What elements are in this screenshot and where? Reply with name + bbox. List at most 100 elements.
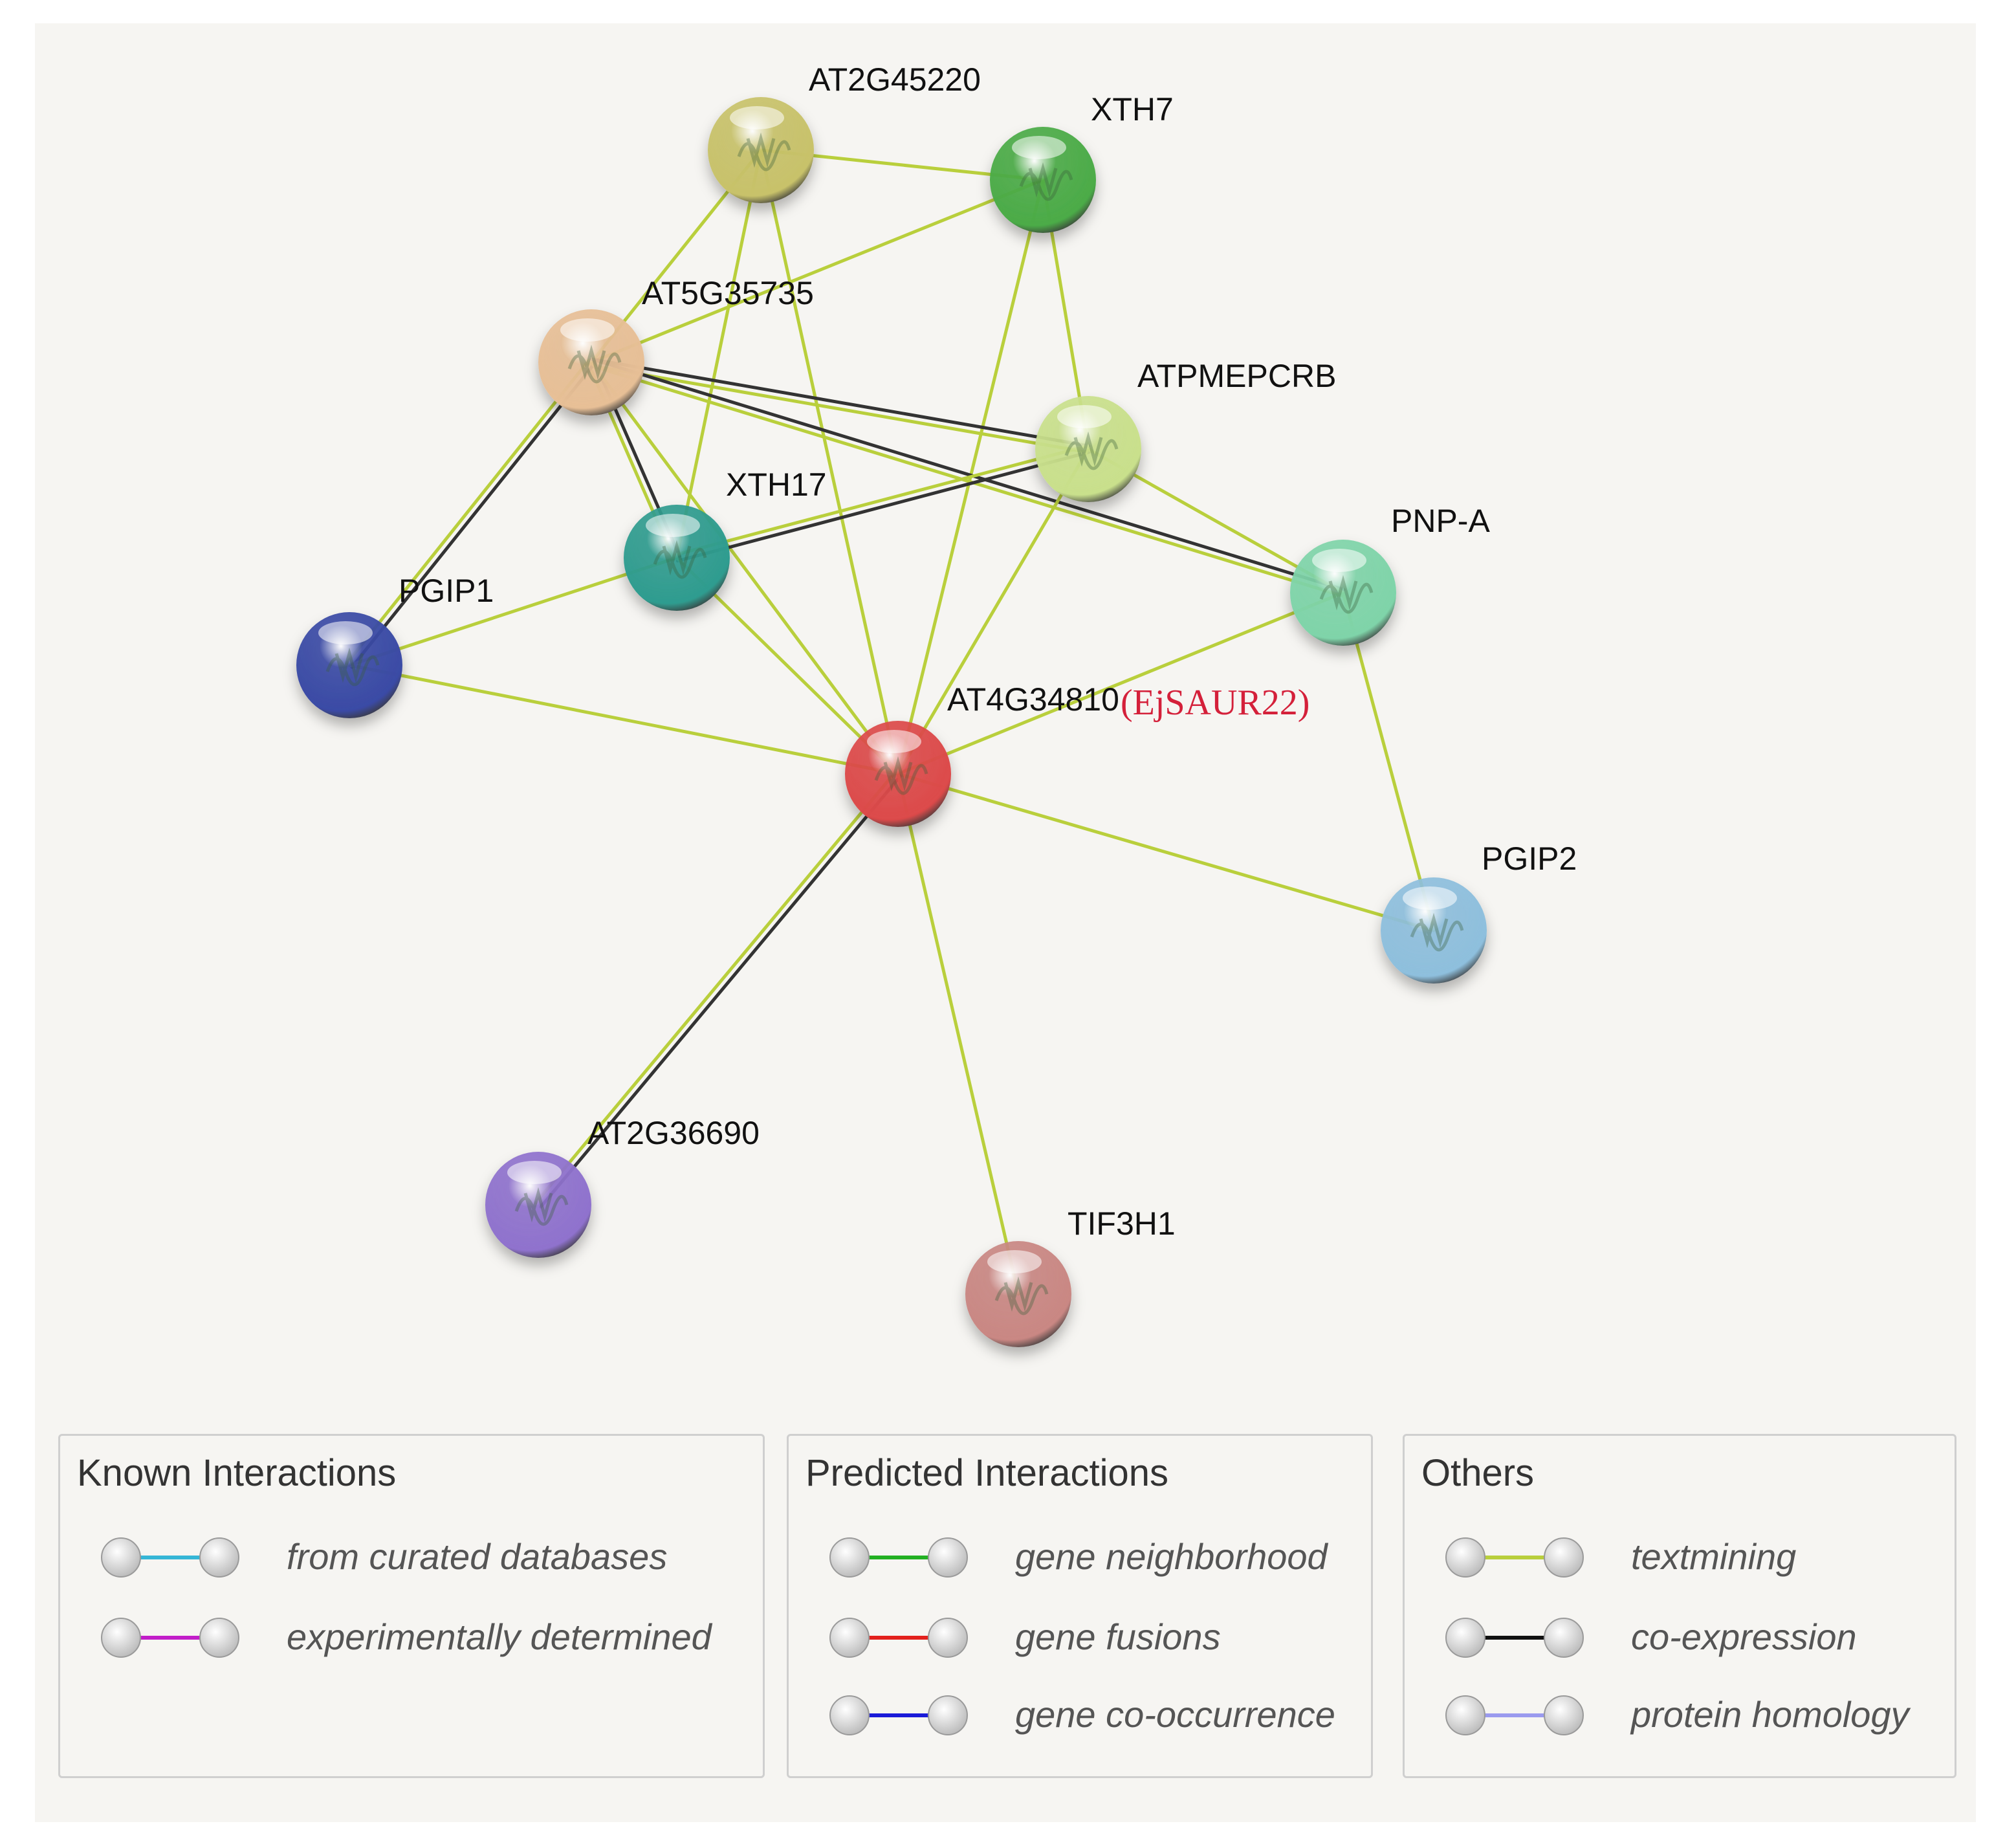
node-AT2G45220[interactable]: AT2G45220 — [708, 61, 981, 203]
protein-structure-icon — [737, 132, 791, 171]
edge-textmining — [534, 770, 897, 1205]
node-TIF3H1[interactable]: TIF3H1 — [965, 1205, 1176, 1347]
edge-AT2G45220-XTH17 — [675, 148, 763, 560]
node-highlight — [1312, 549, 1366, 572]
legend-item-co-expression: co-expression — [1443, 1612, 1993, 1664]
legend-swatch-textmining — [1445, 1537, 1584, 1578]
legend-swatch-co-occurrence — [829, 1695, 968, 1735]
edge-AT4G34810-PGIP2 — [896, 772, 1436, 932]
edge-textmining — [347, 663, 900, 776]
node-label: AT2G36690 — [587, 1115, 760, 1151]
legend-ball-left — [1445, 1695, 1485, 1735]
edge-textmining — [589, 364, 1090, 454]
node-highlight — [507, 1161, 562, 1184]
edge-textmining — [675, 148, 763, 560]
node-label: AT5G35735 — [642, 275, 814, 311]
legend-ball-left — [829, 1695, 870, 1735]
edge-ATPMEPCRB-XTH17 — [674, 444, 1091, 563]
node-PGIP1[interactable]: PGIP1 — [296, 573, 494, 718]
node-highlight — [560, 318, 615, 342]
protein-structure-icon — [325, 647, 380, 687]
node-XTH7[interactable]: XTH7 — [990, 91, 1174, 233]
protein-structure-icon — [567, 344, 622, 384]
edge-AT5G35735-PGIP1 — [345, 358, 596, 669]
node-label: AT4G34810 — [947, 681, 1119, 718]
legend-ball-left — [829, 1537, 870, 1578]
legend-ball-left — [101, 1618, 141, 1658]
edge-AT5G35735-ATPMEPCRB — [589, 357, 1091, 454]
legend-swatch-co-expression — [1445, 1618, 1584, 1658]
node-label: PGIP1 — [399, 573, 494, 609]
legend-ball-right — [928, 1695, 968, 1735]
node-highlight — [730, 106, 784, 129]
edge-co-expression — [350, 362, 596, 669]
legend-swatch-curated — [101, 1537, 239, 1578]
legend-label: co-expression — [1631, 1616, 1857, 1657]
edge-textmining — [896, 591, 1345, 776]
protein-structure-icon — [994, 1276, 1049, 1315]
legend-known-title: Known Interactions — [77, 1452, 397, 1494]
node-label: PNP-A — [1391, 503, 1490, 539]
legend-label: gene co-occurrence — [1015, 1694, 1335, 1735]
node-label: ATPMEPCRB — [1137, 358, 1336, 394]
legend-ball-right — [1544, 1618, 1584, 1658]
legend-swatch-protein-homology — [1445, 1695, 1584, 1735]
edges-layer — [345, 148, 1436, 1296]
node-AT5G35735[interactable]: AT5G35735 — [538, 275, 814, 415]
node-highlight — [867, 730, 921, 753]
legend-predicted-interactions: Predicted Interactions gene neighborhood… — [787, 1434, 1373, 1778]
protein-structure-icon — [1319, 575, 1374, 614]
protein-structure-icon — [1064, 431, 1119, 470]
legend-known-interactions: Known Interactions from curated database… — [58, 1434, 765, 1778]
legend-label: textmining — [1631, 1536, 1797, 1577]
edge-PNP-A-AT4G34810 — [896, 591, 1345, 776]
legend-item-gene-neighborhood: gene neighborhood — [827, 1532, 1410, 1583]
edge-textmining — [589, 360, 900, 776]
node-AT2G36690[interactable]: AT2G36690 — [485, 1115, 760, 1258]
legend-others-title: Others — [1421, 1452, 1535, 1494]
legend-item-curated-databases: from curated databases — [99, 1532, 802, 1583]
edge-textmining — [589, 364, 1344, 598]
node-XTH17[interactable]: XTH17 — [624, 467, 827, 611]
legend-label: from curated databases — [287, 1536, 668, 1577]
protein-structure-icon — [1410, 912, 1464, 952]
edge-AT4G34810-AT2G36690 — [534, 770, 903, 1209]
node-ATPMEPCRB[interactable]: ATPMEPCRB — [1035, 358, 1336, 502]
legend-ball-left — [1445, 1537, 1485, 1578]
node-label: TIF3H1 — [1068, 1205, 1176, 1242]
edge-textmining — [759, 148, 900, 776]
legend-item-gene-co-occurrence: gene co-occurrence — [827, 1689, 1410, 1741]
legend-item-gene-fusions: gene fusions — [827, 1612, 1410, 1664]
node-PNP-A[interactable]: PNP-A — [1290, 503, 1490, 646]
node-highlight — [1403, 886, 1457, 910]
legend-ball-left — [829, 1618, 870, 1658]
legend-ball-right — [1544, 1695, 1584, 1735]
legend-swatch-experimental — [101, 1618, 239, 1658]
edge-XTH7-AT5G35735 — [589, 178, 1045, 364]
legend-ball-right — [199, 1537, 239, 1578]
legend-ball-left — [1445, 1618, 1485, 1658]
legend-ball-right — [928, 1618, 968, 1658]
legend-item-textmining: textmining — [1443, 1532, 1993, 1583]
edge-textmining — [345, 358, 591, 665]
edge-textmining — [347, 556, 679, 667]
node-PGIP2[interactable]: PGIP2 — [1381, 841, 1577, 984]
edge-co-expression — [675, 450, 1091, 563]
node-highlight — [318, 621, 373, 644]
edge-AT2G45220-AT4G34810 — [759, 148, 900, 776]
node-label: XTH17 — [726, 467, 827, 503]
node-AT4G34810[interactable]: AT4G34810(EjSAUR22) — [845, 681, 1309, 827]
edge-co-expression — [590, 357, 1346, 591]
protein-structure-icon — [653, 540, 707, 579]
legend-predicted-title: Predicted Interactions — [805, 1452, 1168, 1494]
edge-textmining — [589, 178, 1045, 364]
edge-textmining — [896, 772, 1020, 1296]
edge-PGIP1-AT4G34810 — [347, 663, 900, 776]
legend-label: gene neighborhood — [1015, 1536, 1328, 1577]
protein-structure-icon — [874, 756, 928, 795]
edge-PNP-A-PGIP2 — [1341, 591, 1436, 932]
protein-structure-icon — [514, 1187, 569, 1226]
edge-textmining — [674, 444, 1090, 556]
